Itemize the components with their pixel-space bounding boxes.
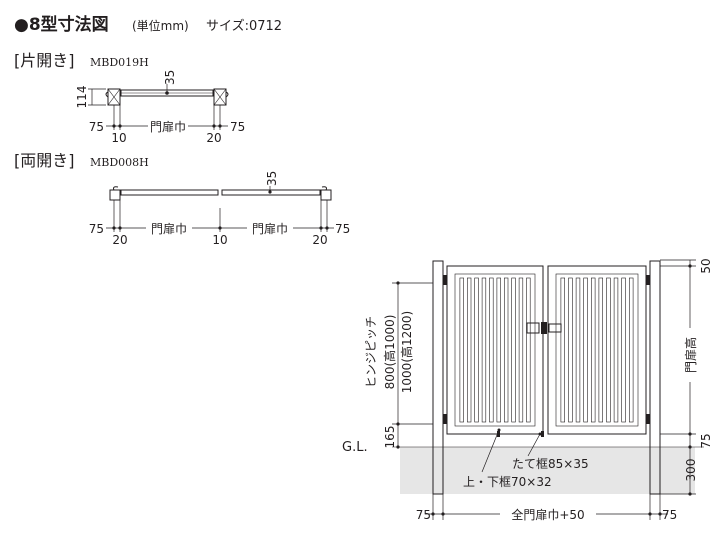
single-right-out-dim: 75 [230, 120, 245, 134]
door-bar [560, 277, 566, 423]
door-bar [466, 277, 472, 423]
door-leaf-right [221, 189, 321, 196]
latch-handle [526, 322, 540, 334]
bottom-75-dim: 75 [699, 433, 713, 448]
right-leaf-bars [560, 277, 634, 423]
ground-level-label: G.L. [342, 440, 368, 455]
door-bar [598, 277, 604, 423]
elev-right-out-dim: 75 [662, 508, 677, 522]
double-left-out-dim: 75 [89, 222, 104, 236]
single-frame-dim: 35 [163, 70, 177, 85]
embed-300-dim: 300 [684, 459, 698, 482]
single-depth-dim: 114 [75, 86, 89, 109]
double-right-out-dim: 75 [335, 222, 350, 236]
total-width-label: 全門扉巾+50 [511, 507, 584, 522]
top-50-dim: 50 [699, 258, 713, 273]
single-left-out-dim: 75 [89, 120, 104, 134]
double-frame-dim: 35 [265, 171, 279, 186]
door-bar [526, 277, 531, 423]
single-right-gap-dim: 20 [206, 131, 221, 145]
door-bar [583, 277, 588, 423]
double-section-title: [両開き] [14, 151, 75, 170]
single-section-title: [片開き] [14, 51, 75, 70]
door-bar [628, 277, 634, 423]
single-plan-view: 114 35 75 10 門扉巾 20 75 [75, 70, 245, 145]
rail-spec-label: 上・下框70×32 [463, 475, 552, 489]
door-bar [575, 277, 581, 423]
double-plan-view: 35 75 20 門扉巾 10 門扉巾 20 75 [89, 171, 351, 247]
double-left-gap-dim: 20 [112, 233, 127, 247]
hinge-pitch-1000: 1000(高1200) [399, 311, 414, 393]
door-bar [606, 277, 611, 423]
size-label: サイズ:0712 [206, 18, 282, 34]
bottom-165-dim: 165 [383, 426, 397, 449]
right-post [320, 189, 332, 201]
double-model-code: MBD008H [90, 156, 149, 169]
left-leaf-bars [459, 277, 531, 423]
double-width-left-label: 門扉巾 [151, 222, 187, 236]
door-bar [474, 277, 479, 423]
elevation-view: ヒンジピッチ 800(高1000) 1000(高1200) 165 G.L. 5… [342, 258, 713, 522]
door-bar [518, 277, 524, 423]
door-leaf-left [120, 189, 219, 196]
unit-note: (単位mm) [132, 18, 189, 33]
single-model-code: MBD019H [90, 56, 149, 69]
door-bar [590, 277, 596, 423]
door-bar [496, 277, 501, 423]
double-right-gap-dim: 20 [312, 233, 327, 247]
double-width-right-label: 門扉巾 [252, 222, 288, 236]
door-bar [503, 277, 509, 423]
drawing-title: ●8型寸法図 [14, 14, 109, 35]
stile-spec-label: たて框85×35 [512, 457, 589, 471]
right-door-leaf [547, 265, 647, 435]
single-width-label: 門扉巾 [150, 120, 186, 134]
left-post [109, 189, 121, 201]
left-door-leaf [446, 265, 544, 435]
door-bar [459, 277, 464, 423]
right-post [649, 260, 661, 495]
door-bar [481, 277, 487, 423]
hinge-pitch-800: 800(高1000) [382, 315, 397, 390]
elev-left-out-dim: 75 [416, 508, 431, 522]
door-bar [568, 277, 573, 423]
single-left-gap-dim: 10 [111, 131, 126, 145]
door-bar [613, 277, 619, 423]
hinge-pitch-label: ヒンジピッチ [364, 316, 378, 388]
door-bar [489, 277, 494, 423]
ground-area [400, 447, 695, 494]
door-bar [621, 277, 626, 423]
double-center-gap-dim: 10 [212, 233, 227, 247]
left-post [432, 260, 444, 495]
gate-height-label: 門扉高 [683, 337, 698, 373]
door-bar [511, 277, 516, 423]
